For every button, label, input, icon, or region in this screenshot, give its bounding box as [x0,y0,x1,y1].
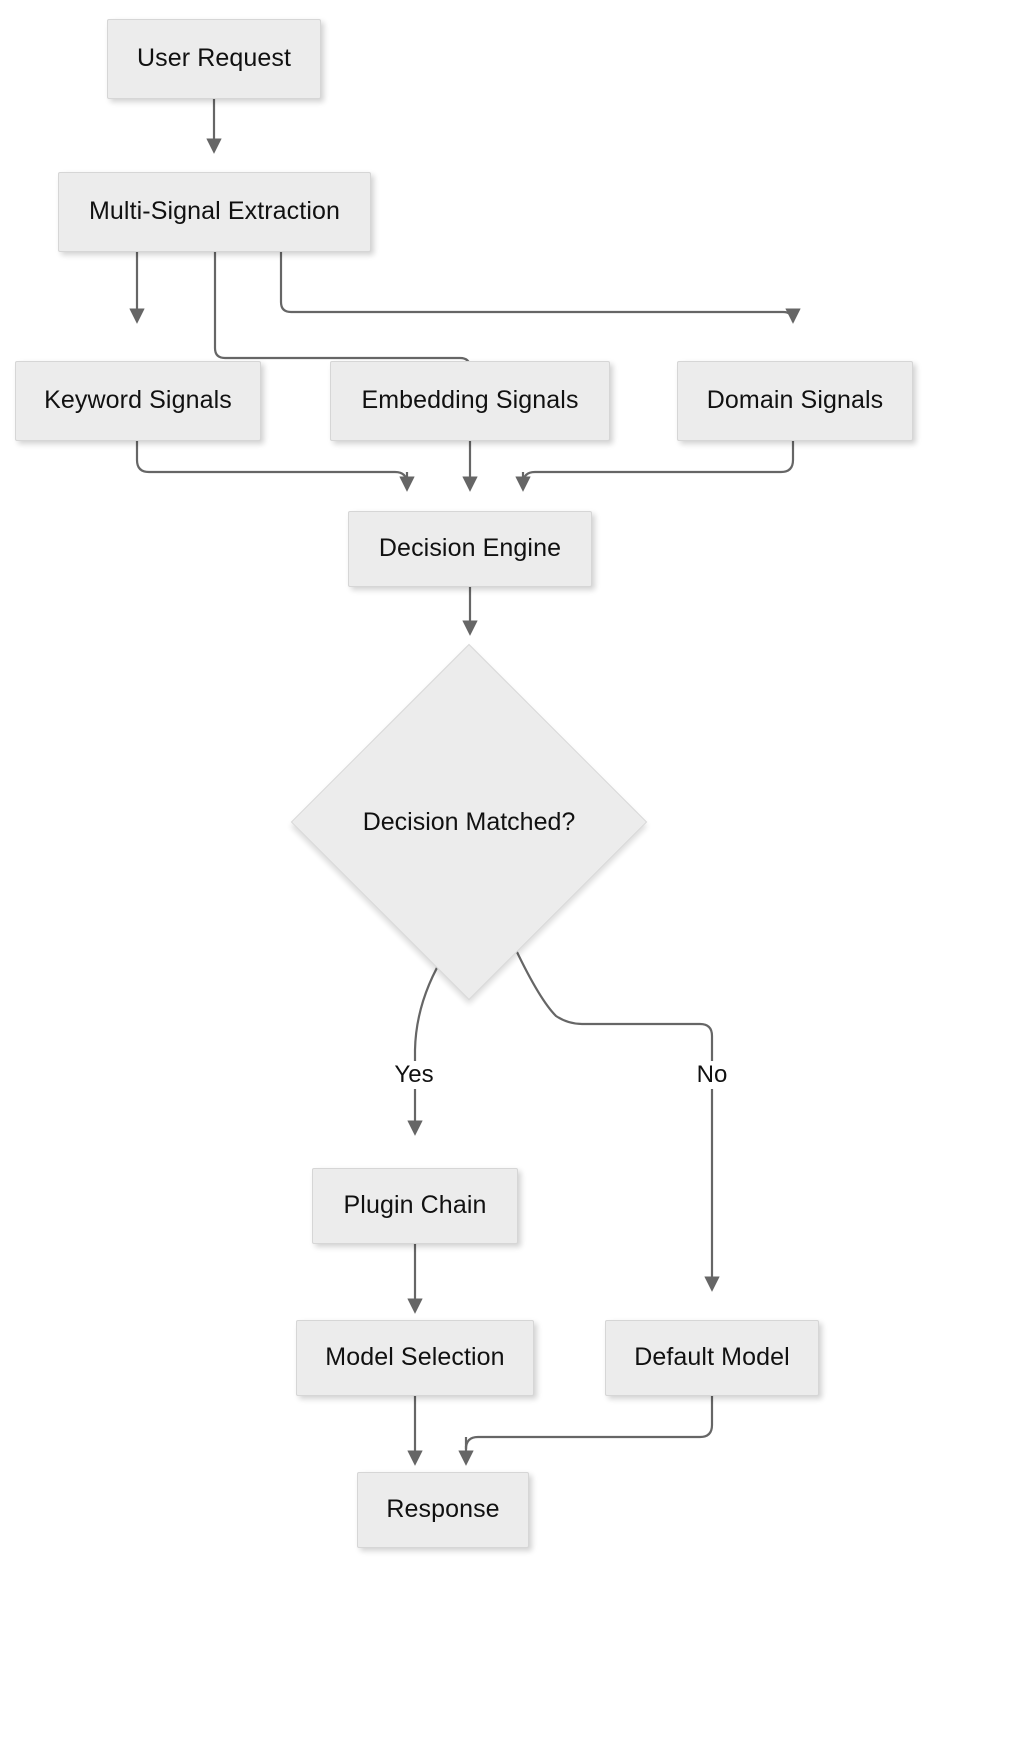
node-decision-matched-label: Decision Matched? [362,807,576,836]
node-default-model[interactable]: Default Model [605,1320,819,1396]
node-decision-engine-label: Decision Engine [378,534,562,563]
node-default-model-label: Default Model [634,1343,790,1372]
node-response-label: Response [386,1495,500,1524]
node-embedding-signals[interactable]: Embedding Signals [330,361,610,441]
node-plugin-chain[interactable]: Plugin Chain [312,1168,518,1244]
edge-label-yes: Yes [389,1061,439,1089]
edge-diamond-yes-to-plugin-chain [407,951,447,1136]
edge-domain-to-decision-engine [521,441,795,485]
edge-extraction-to-domain [279,252,795,323]
node-keyword-signals-label: Keyword Signals [44,386,232,415]
node-multi-signal-extraction[interactable]: Multi-Signal Extraction [58,172,371,252]
node-user-request[interactable]: User Request [107,19,321,99]
edge-keyword-to-decision-engine [135,441,409,485]
node-keyword-signals[interactable]: Keyword Signals [15,361,261,441]
node-embedding-signals-label: Embedding Signals [361,386,579,415]
node-domain-signals-label: Domain Signals [706,386,884,415]
node-response[interactable]: Response [357,1472,529,1548]
edge-label-no: No [691,1061,733,1089]
node-user-request-label: User Request [136,44,292,73]
edge-diamond-no-to-default-model [515,949,720,1292]
node-model-selection-label: Model Selection [325,1343,505,1372]
edge-default-model-to-response [464,1396,714,1450]
node-model-selection[interactable]: Model Selection [296,1320,534,1396]
node-decision-matched[interactable]: Decision Matched? [290,643,648,1001]
node-plugin-chain-label: Plugin Chain [343,1191,487,1220]
node-decision-engine[interactable]: Decision Engine [348,511,592,587]
node-multi-signal-extraction-label: Multi-Signal Extraction [88,197,340,226]
node-domain-signals[interactable]: Domain Signals [677,361,913,441]
